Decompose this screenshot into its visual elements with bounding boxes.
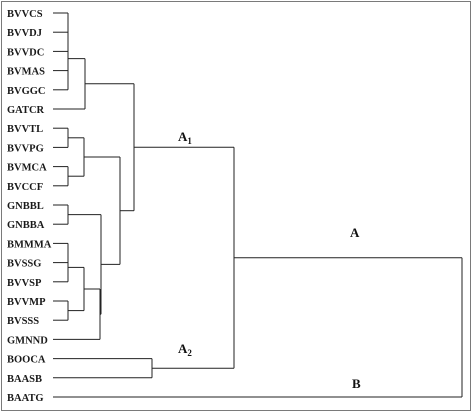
leaf-label-bmmma: BMMMA	[7, 239, 52, 250]
leaf-label-bvvpg: BVVPG	[7, 143, 44, 154]
leaf-label-bvssg: BVSSG	[7, 259, 41, 270]
leaf-label-bvvdc: BVVDC	[7, 47, 44, 58]
dendrogram-branches	[53, 12, 463, 398]
leaf-label-bvvmp: BVVMP	[7, 297, 46, 308]
cluster-label-a: A	[350, 225, 360, 240]
leaf-label-baatg: BAATG	[7, 393, 44, 404]
leaf-label-booca: BOOCA	[7, 355, 46, 366]
leaf-label-gnbba: GNBBA	[7, 220, 45, 231]
leaf-label-bvvcs: BVVCS	[7, 9, 43, 20]
leaf-label-bvvsp: BVVSP	[7, 278, 42, 289]
leaf-label-bvccf: BVCCF	[7, 182, 43, 193]
leaf-label-gmnnd: GMNND	[7, 335, 48, 346]
cluster-label-a2: A2	[178, 341, 192, 358]
leaf-label-gnbbl: GNBBL	[7, 201, 44, 212]
leaf-label-bvggc: BVGGC	[7, 86, 46, 97]
leaf-labels: BVVCS BVVDJ BVVDC BVMAS BVGGC GATCR BVVTL BVVPG…	[7, 9, 52, 404]
leaf-label-bvmca: BVMCA	[7, 163, 47, 174]
leaf-label-bvvtl: BVVTL	[7, 124, 43, 135]
leaf-label-bvmas: BVMAS	[7, 67, 45, 78]
cluster-label-b: B	[352, 376, 361, 391]
cluster-label-a1: A1	[178, 129, 192, 146]
leaf-label-gatcr: GATCR	[7, 105, 45, 116]
leaf-label-bvvdj: BVVDJ	[7, 28, 42, 39]
leaf-label-bvsss: BVSSS	[7, 316, 39, 327]
leaf-label-baasb: BAASB	[7, 374, 42, 385]
